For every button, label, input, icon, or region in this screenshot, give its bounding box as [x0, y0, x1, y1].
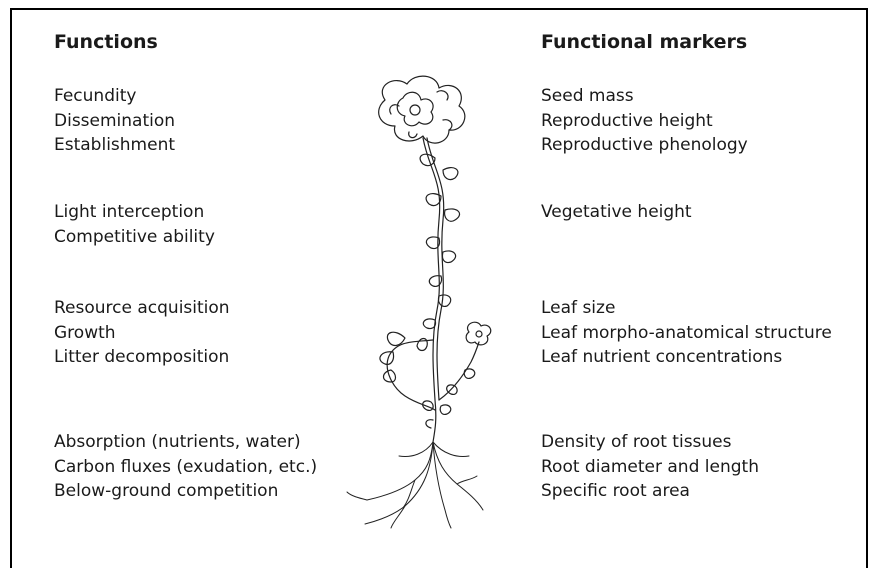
- functions-group-light: Light interception Competitive ability: [54, 200, 215, 249]
- functions-heading: Functions: [54, 30, 158, 54]
- marker-item: Specific root area: [541, 479, 759, 504]
- function-item: Absorption (nutrients, water): [54, 430, 317, 455]
- function-item: Below-ground competition: [54, 479, 317, 504]
- marker-item: Vegetative height: [541, 200, 692, 225]
- roots: [347, 442, 483, 528]
- function-item: Light interception: [54, 200, 215, 225]
- marker-item: Density of root tissues: [541, 430, 759, 455]
- function-item: Carbon fluxes (exudation, etc.): [54, 455, 317, 480]
- function-item: Fecundity: [54, 84, 175, 109]
- marker-item: Leaf nutrient concentrations: [541, 345, 832, 370]
- function-item: Litter decomposition: [54, 345, 230, 370]
- flower-cluster: [379, 76, 465, 143]
- function-item: Dissemination: [54, 109, 175, 134]
- marker-item: Leaf morpho-anatomical structure: [541, 321, 832, 346]
- marker-item: Leaf size: [541, 296, 832, 321]
- markers-heading: Functional markers: [541, 30, 747, 54]
- function-item: Establishment: [54, 133, 175, 158]
- small-branch: [439, 322, 491, 400]
- marker-item: Reproductive phenology: [541, 133, 748, 158]
- marker-item: Seed mass: [541, 84, 748, 109]
- markers-group-resource: Leaf size Leaf morpho-anatomical structu…: [541, 296, 832, 370]
- markers-group-belowground: Density of root tissues Root diameter an…: [541, 430, 759, 504]
- marker-item: Reproductive height: [541, 109, 748, 134]
- function-item: Competitive ability: [54, 225, 215, 250]
- markers-group-light: Vegetative height: [541, 200, 692, 225]
- functions-group-belowground: Absorption (nutrients, water) Carbon flu…: [54, 430, 317, 504]
- function-item: Resource acquisition: [54, 296, 230, 321]
- functions-group-resource: Resource acquisition Growth Litter decom…: [54, 296, 230, 370]
- markers-group-reproduction: Seed mass Reproductive height Reproducti…: [541, 84, 748, 158]
- function-item: Growth: [54, 321, 230, 346]
- marker-item: Root diameter and length: [541, 455, 759, 480]
- functions-group-reproduction: Fecundity Dissemination Establishment: [54, 84, 175, 158]
- flowering-plant-drawing-icon: [345, 70, 525, 530]
- side-branch: [380, 332, 435, 410]
